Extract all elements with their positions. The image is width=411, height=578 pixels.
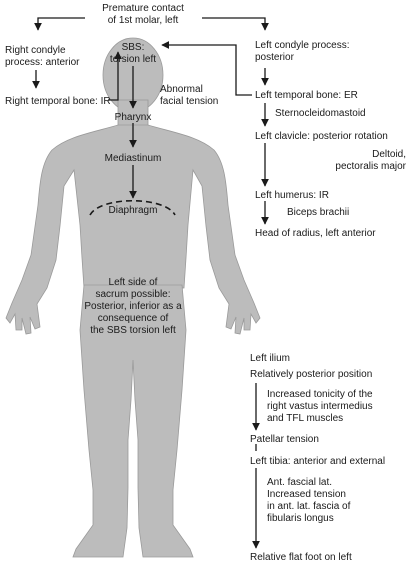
label-rel-posterior: Relatively posterior position — [250, 369, 372, 380]
label-sacrum-3: Posterior, inferior as a — [84, 301, 182, 312]
label-left-temporal: Left temporal bone: ER — [255, 90, 358, 101]
label-tonicity-3: and TFL muscles — [267, 413, 343, 424]
label-mediastinum: Mediastinum — [105, 153, 162, 164]
label-flat-foot: Relative flat foot on left — [250, 552, 352, 563]
label-deltoid: Deltoid, — [372, 149, 406, 160]
label-right-temporal: Right temporal bone: IR — [5, 96, 111, 107]
label-right-condyle: Right condyle — [5, 45, 66, 56]
label-left-tibia: Left tibia: anterior and external — [250, 456, 385, 467]
label-deltoid-2: pectoralis major — [335, 161, 406, 172]
label-sacrum-1: Left side of — [109, 277, 158, 288]
torso-arms-shape — [5, 124, 261, 335]
label-sacrum-5: the SBS torsion left — [90, 325, 176, 336]
label-left-humerus: Left humerus: IR — [255, 190, 329, 201]
label-abnormal-2: facial tension — [160, 96, 218, 107]
label-patellar: Patellar tension — [250, 434, 319, 445]
label-left-condyle-2: posterior — [255, 52, 295, 63]
label-fascial-2: Increased tension — [267, 489, 346, 500]
right-temporal-to-sbs — [108, 51, 122, 101]
labels: Premature contact of 1st molar, left Rig… — [5, 3, 407, 563]
label-premature-contact-2: of 1st molar, left — [108, 15, 179, 26]
label-fascial-1: Ant. fascial lat. — [267, 477, 332, 488]
top-bracket — [34, 17, 85, 31]
label-diaphragm: Diaphragm — [109, 205, 158, 216]
legs-shape — [72, 284, 194, 558]
label-right-condyle-2: process: anterior — [5, 57, 80, 68]
left-temporal-to-sbs — [161, 41, 252, 96]
label-tonicity-2: right vastus intermedius — [267, 401, 373, 412]
label-biceps: Biceps brachii — [287, 207, 349, 218]
connector-lines — [32, 17, 269, 549]
diaphragm-dashed — [89, 200, 176, 216]
label-head-radius: Head of radius, left anterior — [255, 228, 376, 239]
label-sacrum-2: sacrum possible: — [95, 289, 170, 300]
label-tonicity-1: Increased tonicity of the — [267, 389, 373, 400]
label-pharynx: Pharynx — [115, 112, 152, 123]
label-left-condyle: Left condyle process: — [255, 40, 350, 51]
label-sbs-2: torsion left — [110, 54, 156, 65]
label-sternocleidomastoid: Sternocleidomastoid — [275, 108, 366, 119]
label-sbs: SBS: — [122, 42, 145, 53]
label-abnormal: Abnormal — [160, 84, 203, 95]
label-premature-contact: Premature contact — [102, 3, 184, 14]
label-left-ilium: Left ilium — [250, 353, 290, 364]
top-bracket-right — [202, 17, 269, 31]
label-fascial-3: in ant. lat. fascia of — [267, 501, 351, 512]
label-left-clavicle: Left clavicle: posterior rotation — [255, 131, 388, 142]
label-sacrum-4: consequence of — [98, 313, 169, 324]
label-fascial-4: fibularis longus — [267, 513, 334, 524]
